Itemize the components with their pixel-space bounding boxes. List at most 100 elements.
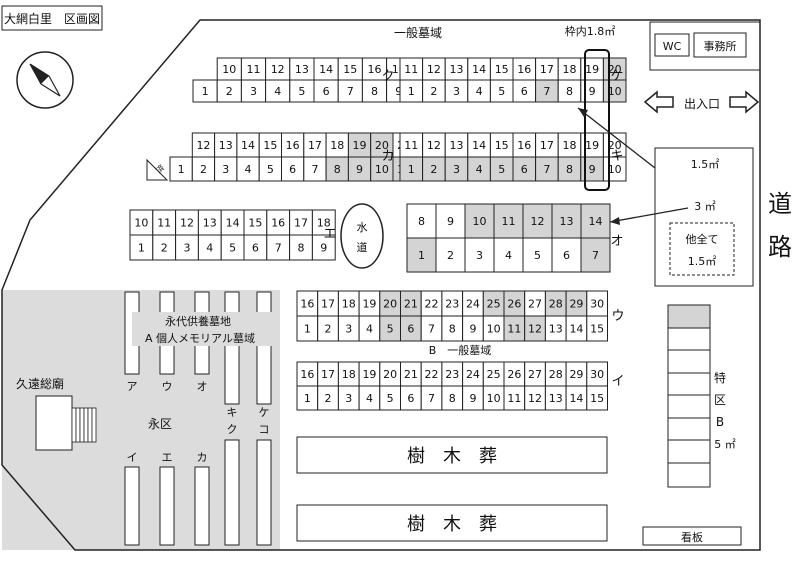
general-section-label: 一般墓域: [394, 25, 442, 40]
plot-number: 4: [366, 323, 373, 336]
plot-cell[interactable]: [522, 237, 553, 273]
plot-number: 18: [563, 139, 577, 152]
special-plot-cell[interactable]: [667, 394, 711, 419]
plot-number: 5: [267, 163, 274, 176]
block-label-i: イ: [611, 374, 624, 389]
memorial-pillar[interactable]: [124, 466, 140, 546]
kuon-building: [35, 395, 73, 451]
tree-burial-label-2: 樹 木 葬: [407, 514, 497, 535]
plot-number: 10: [487, 323, 501, 336]
plot-number: 13: [450, 63, 464, 76]
memorial-pillar[interactable]: [256, 291, 272, 405]
plot-number: 19: [353, 139, 367, 152]
plot-number: 3: [345, 392, 352, 405]
plot-number: 1: [202, 85, 209, 98]
plot-number: 19: [585, 139, 599, 152]
plot-cell[interactable]: [586, 315, 608, 342]
plot-number: 28: [549, 298, 563, 311]
memorial-pillar[interactable]: [159, 466, 175, 546]
plot-number: 18: [563, 63, 577, 76]
plot-cell[interactable]: [435, 237, 466, 273]
tree-burial-area-1: [296, 436, 608, 474]
plot-number: 14: [241, 139, 255, 152]
plot-number: 20: [383, 298, 397, 311]
plot-number: 4: [505, 249, 512, 262]
plot-number: 5: [534, 249, 541, 262]
plot-number: 11: [404, 63, 418, 76]
plot-number: 27: [528, 368, 542, 381]
compass-icon: [16, 51, 74, 109]
special-plot-cell[interactable]: [667, 349, 711, 374]
plot-number: 17: [540, 63, 554, 76]
plot-number: 8: [449, 323, 456, 336]
memorial-pillar[interactable]: [224, 291, 240, 405]
plot-number: 2: [430, 163, 437, 176]
plot-number: 15: [495, 63, 509, 76]
plot-number: 7: [428, 392, 435, 405]
plot-number: 16: [517, 139, 531, 152]
reserved-mark-icon: [146, 158, 169, 181]
plot-cell[interactable]: [551, 203, 582, 239]
water-tap: [340, 203, 384, 269]
plot-number: 10: [608, 85, 622, 98]
memorial-pillar[interactable]: [194, 466, 210, 546]
plot-number: 13: [549, 392, 563, 405]
plot-number: 11: [157, 217, 171, 230]
signboard-label: 看板: [681, 530, 703, 544]
plot-cell[interactable]: [311, 234, 336, 261]
plot-cell[interactable]: [406, 237, 437, 273]
pillar-label-o: オ: [197, 380, 208, 393]
plot-cell[interactable]: [580, 203, 611, 239]
plot-number: 15: [590, 392, 604, 405]
plot-number: 9: [469, 323, 476, 336]
plot-cell[interactable]: [586, 385, 608, 411]
plot-number: 11: [247, 63, 261, 76]
plot-cell[interactable]: [580, 237, 611, 273]
plot-number: 17: [308, 139, 322, 152]
entrance-label: 出入口: [684, 97, 720, 111]
pillar-label-ke: ケ: [259, 406, 270, 419]
special-plot-cell[interactable]: [667, 417, 711, 441]
leader-arrow-b-icon: [610, 217, 620, 225]
plot-cell[interactable]: [522, 203, 553, 239]
plot-number: 7: [347, 85, 354, 98]
plot-cell[interactable]: [493, 237, 524, 273]
tokku-label-4: 5 ㎡: [714, 438, 736, 451]
plot-number: 9: [589, 85, 596, 98]
plot-number: 10: [134, 217, 148, 230]
reserved-mark: 済: [154, 162, 167, 175]
special-plot-cell[interactable]: [667, 439, 711, 464]
block-label-ku: ク: [381, 69, 394, 84]
plot-number: 22: [425, 368, 439, 381]
plot-number: 3: [453, 163, 460, 176]
plot-number: 5: [498, 85, 505, 98]
plot-number: 18: [330, 139, 344, 152]
plot-number: 23: [445, 298, 459, 311]
special-plot-cell[interactable]: [667, 327, 711, 351]
plot-number: 7: [543, 85, 550, 98]
block-label-ke: ケ: [610, 69, 623, 84]
plot-cell[interactable]: [435, 203, 466, 239]
special-plot-cell[interactable]: [667, 304, 711, 329]
highlight-frame: [584, 49, 610, 191]
plot-number: 1: [178, 163, 185, 176]
pillar-label-ka: カ: [197, 451, 208, 464]
plot-cell[interactable]: [493, 203, 524, 239]
plot-number: 2: [325, 392, 332, 405]
leader-arrow-a-icon: [578, 108, 588, 117]
plot-number: 4: [245, 163, 252, 176]
plot-number: 25: [487, 368, 501, 381]
special-plot-cell[interactable]: [667, 372, 711, 396]
plot-cell[interactable]: [551, 237, 582, 273]
memorial-pillar[interactable]: [224, 439, 240, 546]
special-plot-cell[interactable]: [667, 462, 711, 488]
plot-number: 13: [219, 139, 233, 152]
memorial-pillar[interactable]: [256, 439, 272, 546]
plot-number: 4: [206, 242, 213, 255]
plot-number: 5: [387, 392, 394, 405]
plot-number: 13: [295, 63, 309, 76]
